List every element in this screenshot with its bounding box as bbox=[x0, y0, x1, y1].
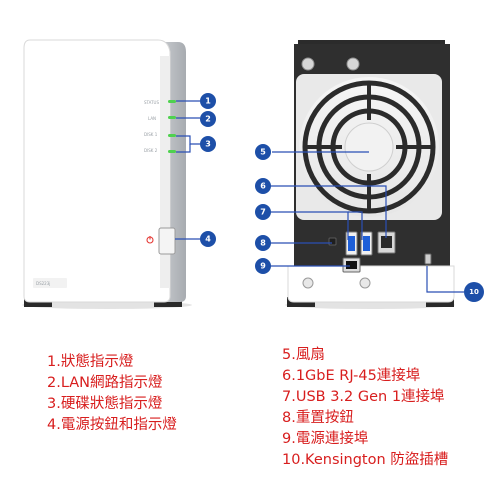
front-nas-device: STATUS LAN DISK 1 DISK 2 DS223j bbox=[22, 39, 192, 309]
legend-item-kensington: 10.Kensington 防盜插槽 bbox=[282, 452, 449, 468]
callout-2-label: 2 bbox=[205, 115, 211, 124]
power-icon bbox=[146, 236, 154, 244]
screw-top-right bbox=[346, 57, 360, 71]
callout-8-label: 8 bbox=[260, 239, 266, 248]
legend-item-power-button: 4.電源按鈕和指示燈 bbox=[47, 417, 177, 433]
legend-item-status-indicator: 1.狀態指示燈 bbox=[47, 354, 134, 370]
kensington-slot bbox=[424, 253, 432, 265]
callout-10: 10 bbox=[464, 282, 484, 302]
disk2-led bbox=[168, 150, 176, 153]
rear-nas-device bbox=[285, 40, 455, 309]
legend-item-rj45: 6.1GbE RJ-45連接埠 bbox=[282, 368, 421, 384]
fan-grille bbox=[296, 74, 442, 220]
lan-indicator-text: LAN bbox=[148, 116, 156, 121]
device-illustration: STATUS LAN DISK 1 DISK 2 DS223j 1 2 bbox=[22, 39, 484, 309]
power-button bbox=[158, 227, 176, 255]
legend-item-disk-indicator: 3.硬碟狀態指示燈 bbox=[47, 396, 163, 412]
callout-6-label: 6 bbox=[260, 182, 266, 191]
callout-9: 9 bbox=[255, 258, 271, 274]
disk1-led bbox=[168, 134, 176, 137]
screw-bottom-right bbox=[359, 277, 371, 289]
rear-callout-lines bbox=[271, 151, 464, 293]
lan-led bbox=[168, 116, 176, 119]
callout-4: 4 bbox=[200, 231, 216, 247]
legend-rear: 5.風扇 6.1GbE RJ-45連接埠 7.USB 3.2 Gen 1連接埠 … bbox=[282, 345, 448, 471]
legend-item-lan-indicator: 2.LAN網路指示燈 bbox=[47, 375, 163, 391]
callout-10-label: 10 bbox=[469, 288, 479, 296]
callout-2: 2 bbox=[200, 111, 216, 127]
status-led bbox=[168, 100, 176, 103]
fan-hub bbox=[344, 122, 394, 172]
screw-top-left bbox=[301, 57, 315, 71]
legend-front: 1.狀態指示燈 2.LAN網路指示燈 3.硬碟狀態指示燈 4.電源按鈕和指示燈 bbox=[47, 352, 177, 436]
reset-button bbox=[328, 237, 337, 246]
callout-9-label: 9 bbox=[260, 262, 266, 271]
legend-item-fan: 5.風扇 bbox=[282, 347, 325, 363]
legend-item-reset: 8.重置按鈕 bbox=[282, 410, 354, 426]
callout-6: 6 bbox=[255, 178, 271, 194]
disk2-indicator-text: DISK 2 bbox=[144, 148, 158, 153]
disk1-indicator-text: DISK 1 bbox=[144, 132, 158, 137]
front-callout-lines bbox=[175, 100, 200, 240]
callout-7-label: 7 bbox=[260, 208, 266, 217]
callout-5: 5 bbox=[255, 144, 271, 160]
callout-8: 8 bbox=[255, 235, 271, 251]
legend-item-usb: 7.USB 3.2 Gen 1連接埠 bbox=[282, 389, 445, 405]
screw-bottom-left bbox=[302, 277, 314, 289]
callout-3-label: 3 bbox=[205, 140, 211, 149]
callout-4-label: 4 bbox=[205, 235, 211, 244]
callout-3: 3 bbox=[200, 136, 216, 152]
callout-1: 1 bbox=[200, 93, 216, 109]
legend-item-power-port: 9.電源連接埠 bbox=[282, 431, 369, 447]
status-indicator-text: STATUS bbox=[144, 100, 159, 105]
callout-5-label: 5 bbox=[260, 148, 266, 157]
callout-7: 7 bbox=[255, 204, 271, 220]
model-badge: DS223j bbox=[36, 281, 50, 286]
callout-1-label: 1 bbox=[205, 97, 211, 106]
